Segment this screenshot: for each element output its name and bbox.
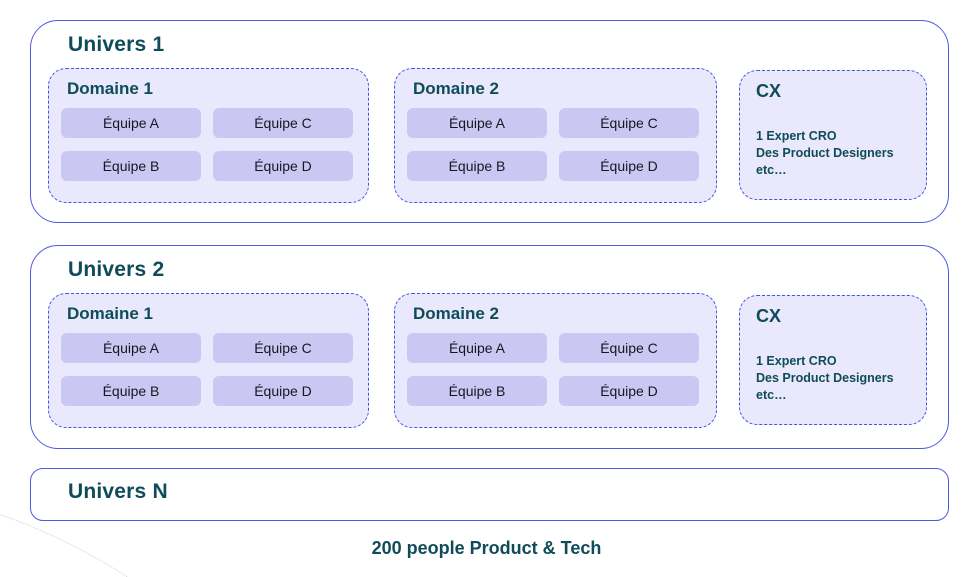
univers-n-box: Univers N <box>30 468 949 521</box>
equipe-pill: Équipe D <box>213 376 353 406</box>
cx-title: CX <box>756 81 782 101</box>
equipe-pill: Équipe B <box>407 376 547 406</box>
univers-n-title: Univers N <box>68 480 168 503</box>
equipe-pill: Équipe C <box>213 333 353 363</box>
univers-1-domaine-1-box: Domaine 1 Équipe A Équipe C Équipe B Équ… <box>48 68 369 203</box>
univers-1-domaine-2-box: Domaine 2 Équipe A Équipe C Équipe B Équ… <box>394 68 717 203</box>
univers-2-domaine-2-box: Domaine 2 Équipe A Équipe C Équipe B Équ… <box>394 293 717 428</box>
equipe-pill: Équipe C <box>559 333 699 363</box>
univers-1-box: Univers 1 Domaine 1 Équipe A Équipe C Éq… <box>30 20 949 223</box>
equipe-pill: Équipe A <box>61 333 201 363</box>
equipe-pill: Équipe B <box>407 151 547 181</box>
cx-description: 1 Expert CRO Des Product Designers etc… <box>756 128 910 179</box>
cx-title: CX <box>756 306 782 326</box>
equipe-pill: Équipe D <box>559 376 699 406</box>
cx-line: 1 Expert CRO <box>756 129 837 143</box>
domaine-title: Domaine 1 <box>67 79 153 98</box>
cx-description: 1 Expert CRO Des Product Designers etc… <box>756 353 910 404</box>
teams-grid: Équipe A Équipe C Équipe B Équipe D <box>61 108 356 181</box>
equipe-pill: Équipe C <box>559 108 699 138</box>
univers-1-cx-box: CX 1 Expert CRO Des Product Designers et… <box>739 70 927 200</box>
equipe-pill: Équipe D <box>213 151 353 181</box>
equipe-pill: Équipe A <box>407 333 547 363</box>
univers-2-box: Univers 2 Domaine 1 Équipe A Équipe C Éq… <box>30 245 949 449</box>
cx-line: etc… <box>756 163 787 177</box>
cx-line: Des Product Designers <box>756 371 894 385</box>
univers-2-domaine-1-box: Domaine 1 Équipe A Équipe C Équipe B Équ… <box>48 293 369 428</box>
domaine-title: Domaine 1 <box>67 304 153 323</box>
footer-caption: 200 people Product & Tech <box>371 538 602 558</box>
equipe-pill: Équipe B <box>61 151 201 181</box>
domaine-title: Domaine 2 <box>413 304 499 323</box>
cx-line: Des Product Designers <box>756 146 894 160</box>
domaine-title: Domaine 2 <box>413 79 499 98</box>
equipe-pill: Équipe A <box>407 108 547 138</box>
univers-1-title: Univers 1 <box>68 33 165 56</box>
cx-line: etc… <box>756 388 787 402</box>
teams-grid: Équipe A Équipe C Équipe B Équipe D <box>61 333 356 406</box>
teams-grid: Équipe A Équipe C Équipe B Équipe D <box>407 108 704 181</box>
cx-line: 1 Expert CRO <box>756 354 837 368</box>
equipe-pill: Équipe D <box>559 151 699 181</box>
teams-grid: Équipe A Équipe C Équipe B Équipe D <box>407 333 704 406</box>
equipe-pill: Équipe C <box>213 108 353 138</box>
univers-2-cx-box: CX 1 Expert CRO Des Product Designers et… <box>739 295 927 425</box>
equipe-pill: Équipe B <box>61 376 201 406</box>
equipe-pill: Équipe A <box>61 108 201 138</box>
univers-2-title: Univers 2 <box>68 258 165 281</box>
